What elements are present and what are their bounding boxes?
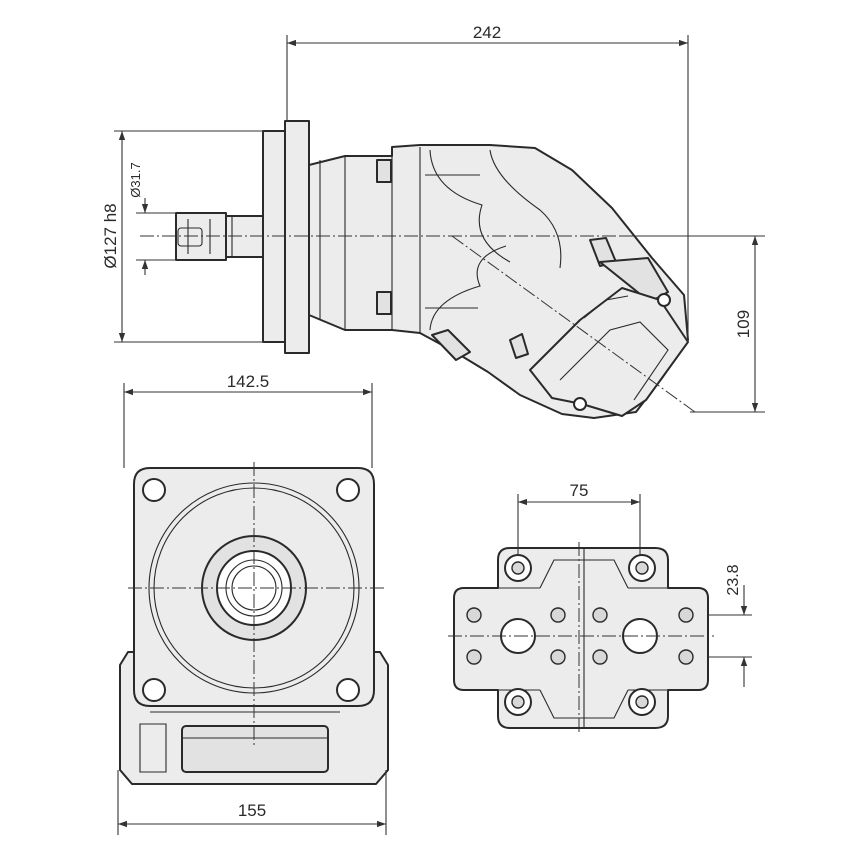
dim-port-spacing: 75 xyxy=(517,481,641,555)
port-view xyxy=(448,542,714,734)
mounting-flange xyxy=(262,120,310,354)
inclined-axis xyxy=(451,235,696,413)
side-view xyxy=(140,120,765,419)
dim-flange-width: 142.5 xyxy=(123,372,373,468)
label-port-offset: 23.8 xyxy=(725,564,742,595)
dim-overall-length: 242 xyxy=(286,23,689,342)
dim-housing-width: 155 xyxy=(117,770,387,835)
label-flange-pilot-dia: Ø127 h8 xyxy=(101,203,120,268)
front-view xyxy=(119,462,389,785)
label-port-spacing: 75 xyxy=(570,481,589,500)
label-housing-width: 155 xyxy=(238,801,266,820)
dim-flange-pilot: Ø127 h8 xyxy=(101,130,263,343)
dim-port-offset: 23.8 xyxy=(708,564,752,687)
label-offset-height: 109 xyxy=(734,310,753,338)
label-shaft-dia: Ø31.7 xyxy=(128,162,143,197)
label-flange-width: 142.5 xyxy=(227,372,270,391)
main-housing xyxy=(308,144,689,419)
dim-offset-height: 109 xyxy=(620,235,765,413)
dim-shaft-dia: Ø31.7 xyxy=(128,162,176,275)
label-overall-length: 242 xyxy=(473,23,501,42)
